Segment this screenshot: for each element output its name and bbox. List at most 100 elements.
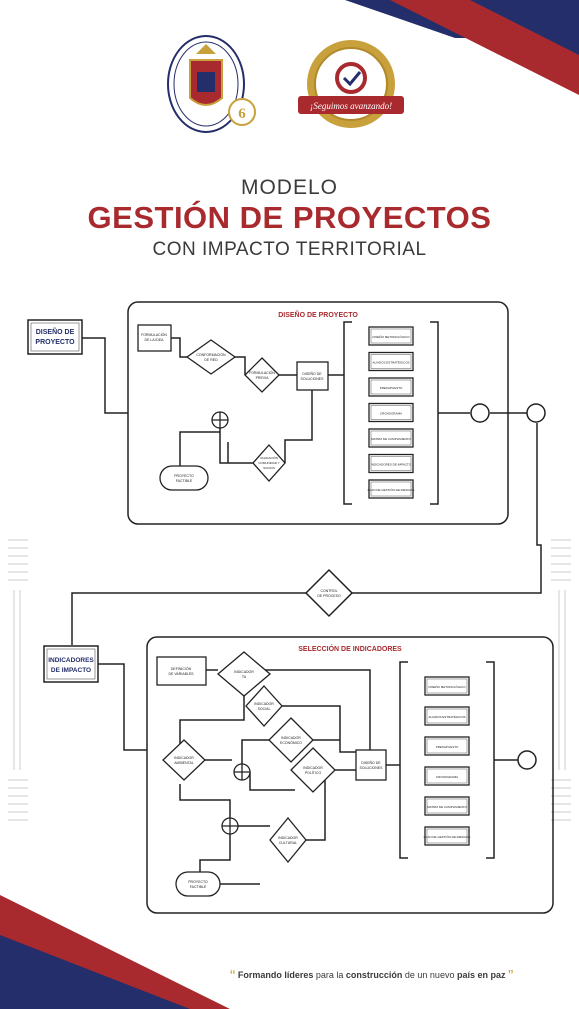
svg-text:INDICADOR: INDICADOR bbox=[254, 702, 274, 706]
s2-diamond-ta: INDICADOR TA bbox=[216, 651, 272, 697]
s1-output-item: PRESUPUESTO bbox=[368, 377, 414, 397]
s2-diamond-cultural: INDICADOR CULTURAL bbox=[269, 816, 307, 864]
s1-end-circle-2 bbox=[526, 403, 546, 423]
side-label-indicadores: INDICADORES DE IMPACTO bbox=[43, 645, 99, 683]
s1-output-label: INDICADORES DE IMPACTO bbox=[371, 463, 412, 467]
open-quote-icon: “ bbox=[230, 968, 236, 985]
footer-w3: construcción bbox=[345, 970, 403, 980]
svg-text:DISEÑO DE: DISEÑO DE bbox=[361, 760, 381, 765]
s2-start-box: DEFINICIÓN DE VARIABLES bbox=[156, 656, 207, 686]
panel-diseno bbox=[127, 301, 509, 525]
s2-end-circle bbox=[517, 750, 537, 770]
panel-seleccion-title: SELECCIÓN DE INDICADORES bbox=[298, 644, 402, 653]
title-modelo: MODELO bbox=[240, 176, 338, 199]
s2-output-item: MATRIZ DE CUMPLIMIENTO bbox=[424, 796, 470, 816]
svg-text:AMBIENTAL: AMBIENTAL bbox=[174, 761, 194, 765]
s2-diamond-politico: INDICADOR POLÍTICO bbox=[290, 747, 336, 793]
svg-text:VALIDACIÓN: VALIDACIÓN bbox=[260, 455, 278, 460]
s1-output-label: ALIADOS ESTRATÉGICOS bbox=[372, 360, 409, 365]
s2-diamond-ambiental: INDICADOR AMBIENTAL bbox=[162, 739, 206, 781]
svg-text:FACTIBLE: FACTIBLE bbox=[176, 479, 193, 483]
section1-flow bbox=[71, 337, 542, 645]
close-quote-icon: ” bbox=[507, 968, 514, 985]
s2-output-label: PLAN DE GESTIÓN DE RIESGOS bbox=[424, 834, 471, 839]
s1-start-box: FORMULACIÓN DE LA IDEA bbox=[137, 324, 172, 352]
footer-w1: Formando líderes bbox=[237, 970, 314, 980]
svg-text:CONTROL: CONTROL bbox=[320, 589, 337, 593]
svg-text:SOCIOS: SOCIOS bbox=[263, 466, 275, 470]
s2-sum-junction-1 bbox=[233, 763, 251, 781]
s2-diamond-social: INDICADOR SOCIAL bbox=[245, 685, 283, 727]
svg-text:SOLUCIONES: SOLUCIONES bbox=[360, 766, 384, 770]
footer-w5: país en paz bbox=[456, 970, 506, 980]
s1-output-label: PLAN DE GESTIÓN DE RIESGOS bbox=[368, 487, 415, 492]
control-proceso-diamond: CONTROL DE PROCESO bbox=[304, 568, 354, 618]
panel-seleccion bbox=[146, 636, 554, 914]
side-label-indicadores-line2: DE IMPACTO bbox=[51, 667, 91, 674]
svg-text:COMUNIDAD Y: COMUNIDAD Y bbox=[258, 461, 279, 465]
s1-diamond-formulacion: FORMULACIÓN PREVIA bbox=[244, 357, 280, 393]
svg-text:INDICADOR: INDICADOR bbox=[281, 736, 301, 740]
svg-text:TA: TA bbox=[242, 675, 247, 679]
panel-diseno-title: DISEÑO DE PROYECTO bbox=[278, 310, 358, 319]
s2-output-item: PLAN DE GESTIÓN DE RIESGOS bbox=[424, 826, 471, 846]
side-label-diseno-line2: PROYECTO bbox=[35, 339, 75, 346]
s1-output-item: PLAN DE GESTIÓN DE RIESGOS bbox=[368, 479, 415, 499]
svg-text:CULTURAL: CULTURAL bbox=[279, 841, 297, 845]
svg-text:INDICADOR: INDICADOR bbox=[234, 670, 254, 674]
svg-text:PROYECTO: PROYECTO bbox=[174, 474, 194, 478]
s1-output-item: MATRIZ DE CUMPLIMIENTO bbox=[368, 428, 414, 448]
s1-output-item: INDICADORES DE IMPACTO bbox=[368, 453, 414, 474]
s2-output-label: PRESUPUESTO bbox=[436, 745, 459, 749]
bottom-left-corner-stripes bbox=[0, 895, 230, 1009]
s2-output-label: CRONOGRAMA bbox=[436, 775, 458, 779]
footer-w2: para la bbox=[313, 970, 346, 980]
s1-end-circle-1 bbox=[470, 403, 490, 423]
s1-output-item: ALIADOS ESTRATÉGICOS bbox=[368, 351, 414, 372]
s1-output-label: CRONOGRAMA bbox=[380, 412, 402, 416]
svg-text:DE VARIABLES: DE VARIABLES bbox=[168, 672, 194, 676]
s2-output-item: CRONOGRAMA bbox=[424, 766, 470, 786]
svg-text:PROYECTO: PROYECTO bbox=[188, 880, 208, 884]
left-side-pattern bbox=[8, 539, 28, 821]
s2-terminal-factible: PROYECTO FACTIBLE bbox=[175, 871, 221, 897]
side-label-indicadores-line1: INDICADORES bbox=[48, 657, 94, 664]
footer-w4: de un nuevo bbox=[402, 970, 457, 980]
s2-output-item: ALIADOS ESTRATÉGICOS bbox=[424, 706, 470, 726]
svg-text:POLÍTICO: POLÍTICO bbox=[305, 771, 322, 775]
svg-text:DE PROCESO: DE PROCESO bbox=[317, 594, 341, 598]
s1-diamond-validacion: VALIDACIÓN COMUNIDAD Y SOCIOS bbox=[252, 444, 286, 482]
s1-output-label: DISEÑO METODOLÓGICO bbox=[372, 334, 410, 339]
svg-text:SOCIAL: SOCIAL bbox=[258, 707, 271, 711]
side-label-diseno: DISEÑO DE PROYECTO bbox=[27, 319, 83, 355]
svg-text:DE RED: DE RED bbox=[204, 358, 218, 362]
s2-output-label: MATRIZ DE CUMPLIMIENTO bbox=[427, 805, 467, 809]
side-label-diseno-line1: DISEÑO DE bbox=[36, 327, 75, 336]
s2-output-label: DISEÑO METODOLÓGICO bbox=[428, 684, 466, 689]
s1-output-label: PRESUPUESTO bbox=[380, 386, 403, 390]
title-gestion-proyectos: GESTIÓN DE PROYECTOS bbox=[87, 200, 492, 235]
badge-ribbon-text: ¡Seguimos avanzando! bbox=[310, 101, 392, 111]
svg-text:FORMULACIÓN: FORMULACIÓN bbox=[249, 370, 275, 375]
s2-output-item: DISEÑO METODOLÓGICO bbox=[424, 676, 470, 696]
svg-text:INDICADOR: INDICADOR bbox=[303, 766, 323, 770]
svg-text:DE LA IDEA: DE LA IDEA bbox=[144, 338, 164, 342]
title-impacto-territorial: CON IMPACTO TERRITORIAL bbox=[152, 239, 427, 260]
s1-output-item: DISEÑO METODOLÓGICO bbox=[368, 326, 414, 346]
s2-merge-box: DISEÑO DE SOLUCIONES bbox=[355, 749, 387, 781]
svg-text:FACTIBLE: FACTIBLE bbox=[190, 885, 207, 889]
svg-text:DISEÑO DE: DISEÑO DE bbox=[302, 371, 322, 376]
anniversary-number: 6 bbox=[238, 106, 246, 122]
s1-output-label: MATRIZ DE CUMPLIMIENTO bbox=[371, 437, 411, 441]
university-seal-logo: 6 bbox=[167, 35, 256, 133]
svg-text:FORMULACIÓN: FORMULACIÓN bbox=[141, 332, 167, 337]
s1-output-list: DISEÑO METODOLÓGICO ALIADOS ESTRATÉGICOS P… bbox=[368, 326, 415, 499]
svg-text:INDICADOR: INDICADOR bbox=[278, 836, 298, 840]
svg-text:SOLUCIONES: SOLUCIONES bbox=[301, 377, 325, 381]
svg-text:INDICADOR: INDICADOR bbox=[174, 756, 194, 760]
footer-slogan: “ Formando líderes para la construcción … bbox=[230, 968, 560, 986]
s1-diamond-conformacion: CONFORMACIÓN DE RED bbox=[185, 339, 237, 375]
s2-output-bracket bbox=[399, 661, 495, 859]
s2-output-item: PRESUPUESTO bbox=[424, 736, 470, 756]
